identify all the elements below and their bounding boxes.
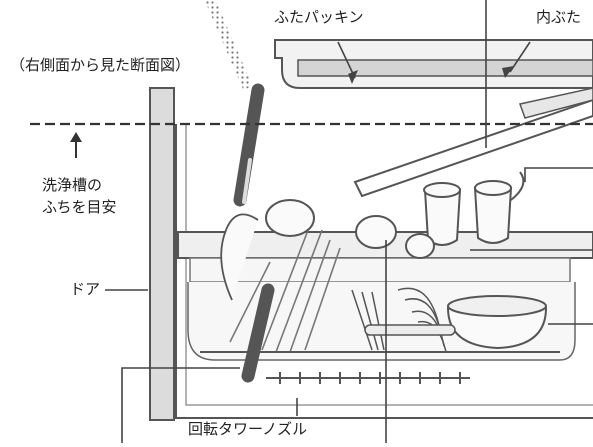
label-door: ドア — [70, 280, 101, 298]
utensil-handle-lower — [241, 283, 275, 383]
wash-tub-outline — [175, 124, 593, 419]
label-inner-lid: 内ぶた — [536, 8, 582, 26]
leader-lines — [105, 0, 593, 443]
leader-arrowheads — [348, 66, 514, 84]
inner-lid-frame — [274, 39, 593, 89]
label-tub-rim-line2: ふちを目安 — [42, 198, 117, 216]
door-panel — [149, 87, 175, 421]
cups — [265, 171, 525, 259]
support-wire — [205, 0, 253, 90]
utensil-handle-upper — [233, 83, 265, 207]
label-rotating-nozzle: 回転タワーノズル — [188, 420, 308, 438]
label-lid-gasket: ふたパッキン — [274, 8, 364, 26]
label-view-note: （右側面から見た断面図） — [10, 56, 191, 74]
up-arrow-icon — [70, 132, 82, 158]
label-tub-rim-line1: 洗浄槽の — [42, 176, 103, 194]
cutting-board — [353, 98, 593, 198]
nozzle-ticks — [279, 372, 461, 384]
utensils — [229, 224, 341, 353]
lower-rod — [364, 324, 456, 336]
